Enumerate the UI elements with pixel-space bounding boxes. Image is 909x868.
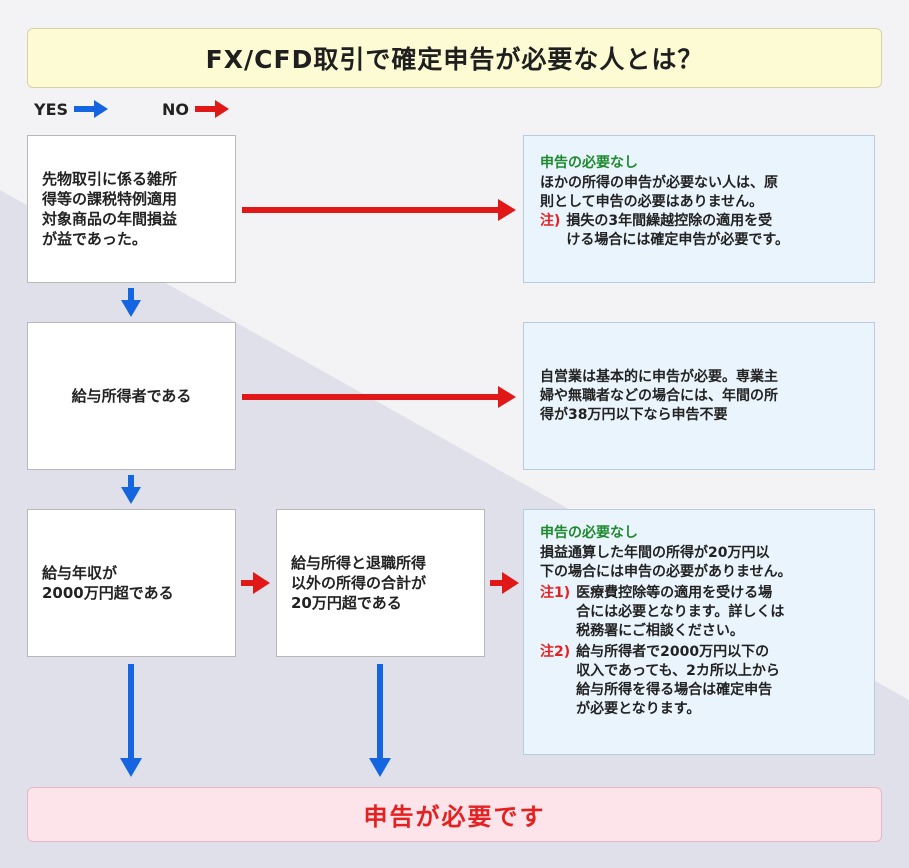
legend-no: NO (162, 97, 229, 121)
legend-yes: YES (34, 97, 109, 121)
arrow-yes-3 (120, 664, 142, 777)
arrow-no-2 (242, 386, 516, 408)
final-result: 申告が必要です (27, 787, 882, 842)
note1-label: 注1) (540, 585, 571, 601)
note2-label: 注2) (540, 644, 571, 660)
step-salary-over-20m: 給与年収が 2000万円超である (27, 509, 236, 657)
note-text: 損失の3年間繰越控除の適用を受 ける場合には確定申告が必要です。 (566, 213, 790, 248)
page-title: FX/CFD取引で確定申告が必要な人とは？ (27, 28, 882, 88)
blue-arrow-icon (74, 100, 109, 118)
arrow-yes-1 (121, 288, 141, 317)
result-head: 申告の必要なし (540, 525, 638, 541)
result-no-filing-1: 申告の必要なし ほかの所得の申告が必要ない人は、原 則として申告の必要はありませ… (523, 135, 875, 283)
step-salary-earner: 給与所得者である (27, 322, 236, 470)
result-no-filing-2: 申告の必要なし 損益通算した年間の所得が20万円以 下の場合には申告の必要があり… (523, 509, 875, 755)
arrow-yes-4 (369, 664, 391, 777)
step-fx-profit: 先物取引に係る雑所 得等の課税特例適用 対象商品の年間損益 が益であった。 (27, 135, 236, 283)
legend-no-label: NO (162, 99, 189, 119)
note-label: 注) (540, 213, 561, 229)
arrow-no-3 (241, 572, 270, 594)
arrow-yes-2 (121, 475, 141, 504)
red-arrow-icon (195, 100, 229, 118)
note1-text: 医療費控除等の適用を受ける場 合には必要となります。詳しくは 税務署にご相談くだ… (576, 585, 785, 639)
legend-yes-label: YES (34, 99, 69, 119)
note2-text: 給与所得者で2000万円以下の 収入であっても、2カ所以上から 給与所得を得る場… (576, 644, 780, 717)
result-head: 申告の必要なし (540, 155, 638, 171)
result-body: ほかの所得の申告が必要ない人は、原 則として申告の必要はありません。 (540, 175, 778, 210)
arrow-no-1 (242, 199, 516, 221)
step-other-income-over-200k: 給与所得と退職所得 以外の所得の合計が 20万円超である (276, 509, 485, 657)
result-body: 損益通算した年間の所得が20万円以 下の場合には申告の必要がありません。 (540, 545, 792, 580)
result-self-employed: 自営業は基本的に申告が必要。専業主 婦や無職者などの場合には、年間の所 得が38… (523, 322, 875, 470)
result-body: 自営業は基本的に申告が必要。専業主 婦や無職者などの場合には、年間の所 得が38… (540, 368, 778, 423)
arrow-no-4 (490, 572, 519, 594)
